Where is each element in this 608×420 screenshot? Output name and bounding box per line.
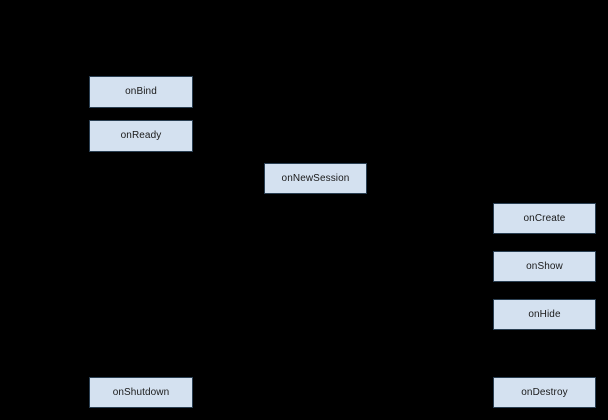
node-on-hide[interactable]: onHide — [493, 299, 596, 330]
node-label: onNewSession — [281, 172, 350, 184]
node-label: onShutdown — [112, 386, 170, 398]
node-on-ready[interactable]: onReady — [89, 120, 193, 152]
node-label: onReady — [120, 130, 162, 141]
node-on-bind[interactable]: onBind — [89, 76, 193, 108]
node-label: onHide — [528, 308, 561, 320]
node-label: onBind — [125, 86, 157, 97]
node-on-shutdown[interactable]: onShutdown — [89, 377, 193, 408]
node-label: onDestroy — [521, 386, 568, 398]
node-on-new-session[interactable]: onNewSession — [264, 163, 367, 194]
node-on-show[interactable]: onShow — [493, 251, 596, 282]
node-on-create[interactable]: onCreate — [493, 203, 596, 234]
node-on-destroy[interactable]: onDestroy — [493, 377, 596, 408]
node-label: onCreate — [523, 212, 566, 224]
node-label: onShow — [526, 260, 563, 272]
